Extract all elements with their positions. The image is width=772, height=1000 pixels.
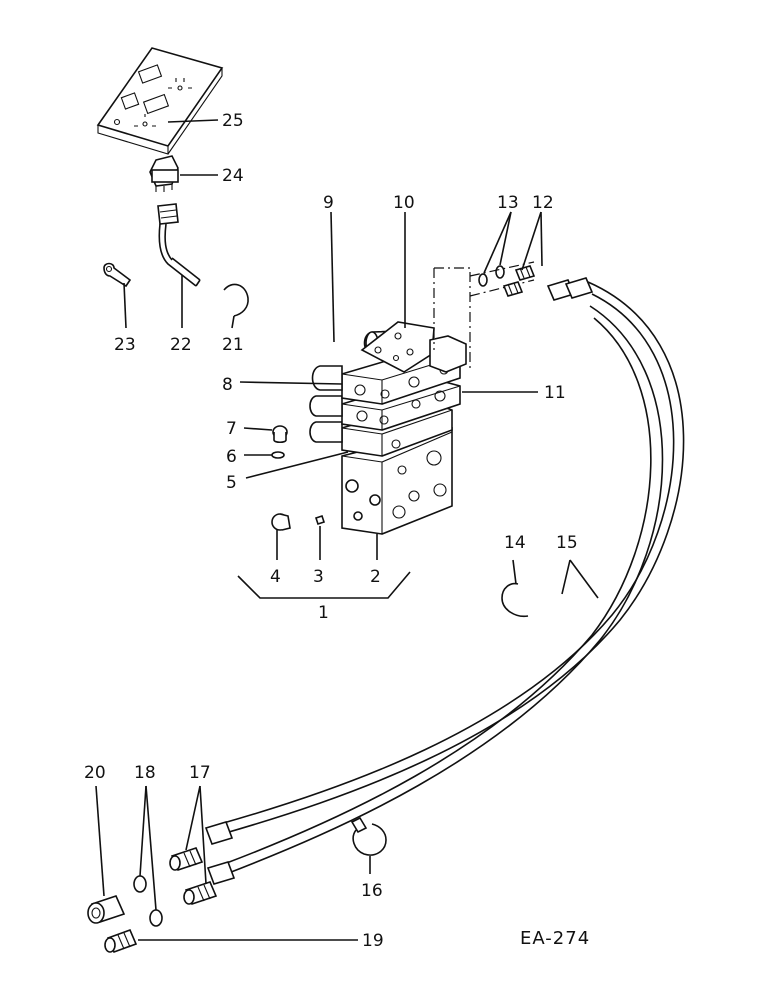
callout-19: 19	[362, 931, 384, 951]
callout-10: 10	[393, 193, 415, 213]
fitting-17b	[183, 881, 218, 905]
adapter-12a	[514, 265, 536, 281]
assembly-bracket	[237, 571, 411, 599]
cable-clip-23	[103, 262, 132, 288]
snap-ring-14	[501, 582, 529, 618]
callout-11: 11	[544, 383, 566, 403]
o-ring-18a	[133, 875, 147, 893]
callout-22: 22	[170, 335, 192, 355]
callout-5: 5	[226, 473, 237, 493]
coupler-20	[87, 895, 126, 924]
callout-7: 7	[226, 419, 237, 439]
adapter-12b	[502, 281, 524, 297]
seal-13a	[478, 273, 488, 287]
callout-16: 16	[361, 881, 383, 901]
callout-21: 21	[222, 335, 244, 355]
callout-9: 9	[323, 193, 334, 213]
plug-7	[272, 425, 288, 444]
callout-20: 20	[84, 763, 106, 783]
callout-3: 3	[313, 567, 324, 587]
drawing-code: EA-274	[520, 928, 590, 949]
callout-25: 25	[222, 111, 244, 131]
callout-13: 13	[497, 193, 519, 213]
callout-23: 23	[114, 335, 136, 355]
callout-2: 2	[370, 567, 381, 587]
o-ring-6	[271, 451, 285, 459]
snap-ring-21	[223, 283, 249, 317]
switch-panel-25	[96, 47, 224, 155]
callout-4: 4	[270, 567, 281, 587]
plug-4	[271, 513, 291, 531]
hose-clamp-16	[350, 816, 387, 856]
fitting-17a	[169, 847, 204, 871]
callout-6: 6	[226, 447, 237, 467]
callout-14: 14	[504, 533, 526, 553]
rocker-switch-24	[149, 155, 179, 192]
ball-3	[314, 514, 326, 526]
callout-18: 18	[134, 763, 156, 783]
wire-harness-22	[157, 203, 201, 287]
hydraulic-hoses-15	[204, 277, 685, 885]
callout-12: 12	[532, 193, 554, 213]
callout-24: 24	[222, 166, 244, 186]
fitting-19	[104, 928, 138, 954]
callout-15: 15	[556, 533, 578, 553]
callout-17: 17	[189, 763, 211, 783]
callout-8: 8	[222, 375, 233, 395]
o-ring-18b	[149, 909, 163, 927]
valve-stack-assembly	[309, 267, 471, 535]
seal-13b	[495, 265, 505, 279]
callout-1: 1	[318, 603, 329, 623]
